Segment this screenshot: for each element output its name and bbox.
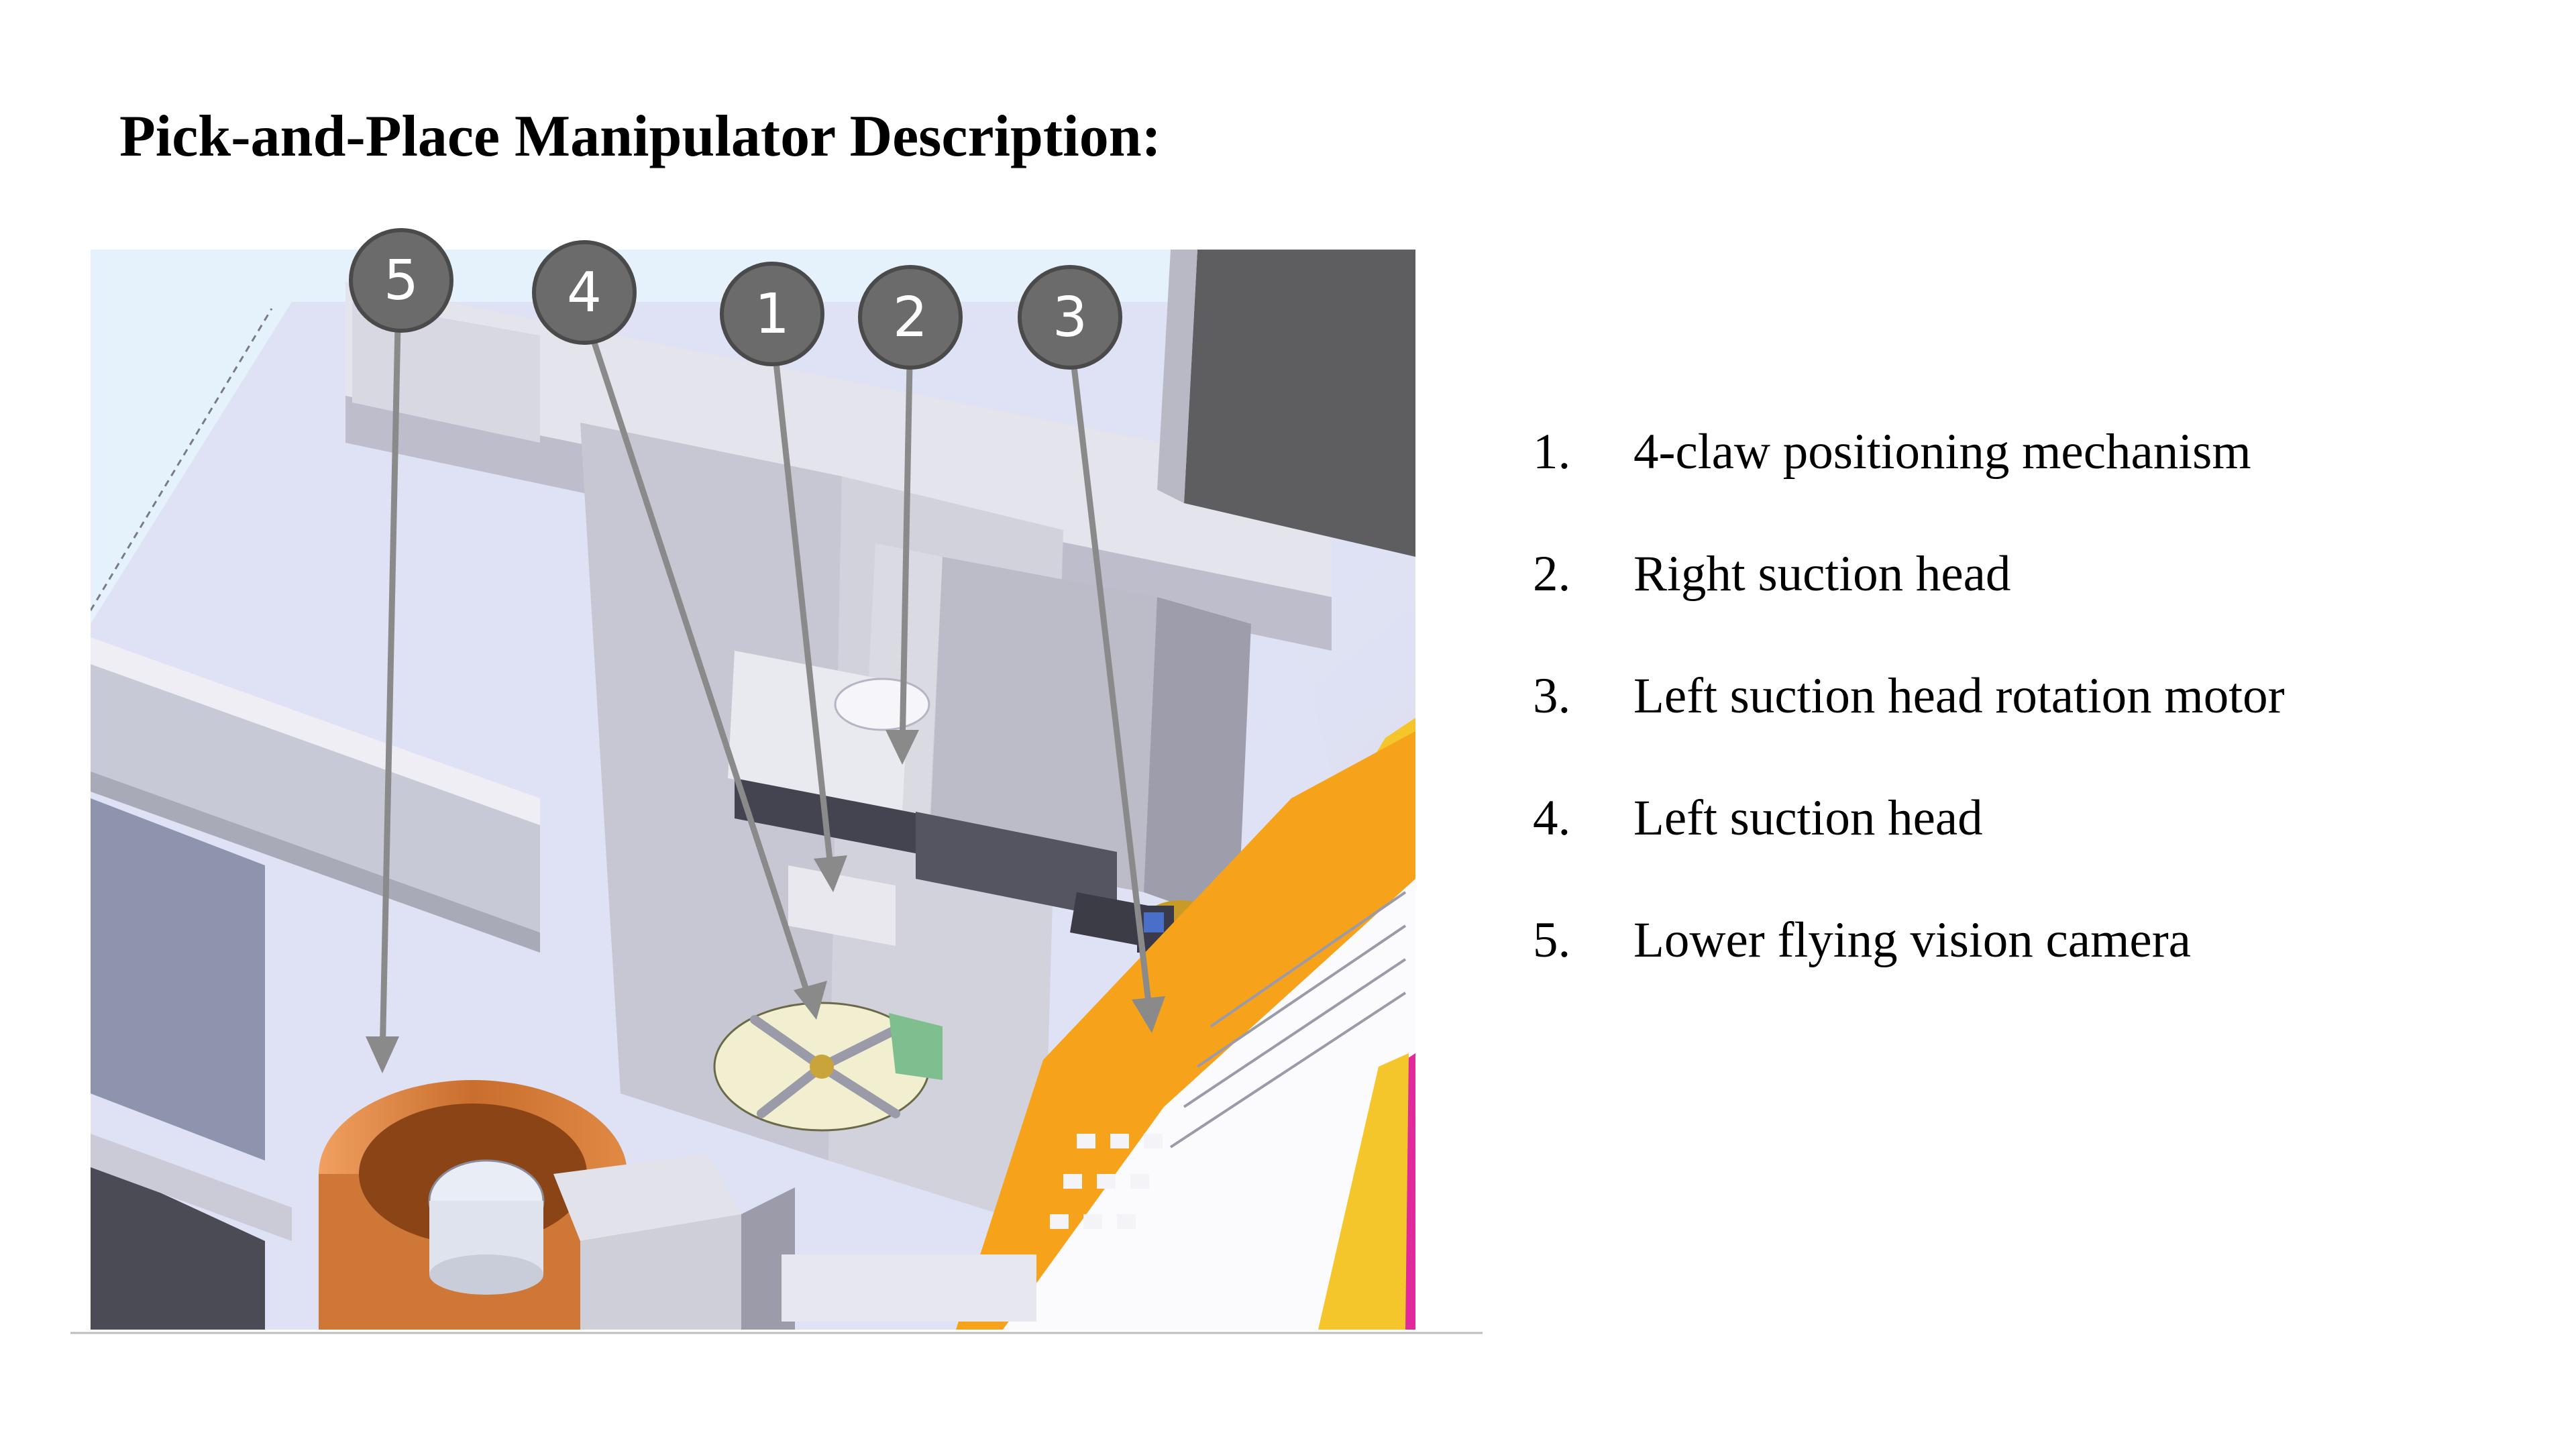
legend-item: 2. Right suction head xyxy=(1533,525,2506,647)
callout-badge-4: 4 xyxy=(532,240,637,345)
callout-number-2: 2 xyxy=(893,286,928,350)
arrowhead-5 xyxy=(366,1036,399,1073)
callout-badge-3: 3 xyxy=(1018,265,1122,370)
legend-item: 5. Lower flying vision camera xyxy=(1533,891,2506,1013)
legend-item: 3. Left suction head rotation motor xyxy=(1533,647,2506,769)
leader-line-2 xyxy=(899,325,914,755)
page-title: Pick-and-Place Manipulator Description: xyxy=(119,104,1161,169)
leader-line-4 xyxy=(581,309,815,1010)
callout-number-1: 1 xyxy=(755,282,790,346)
leader-line-5 xyxy=(379,258,402,1063)
callout-arrowheads xyxy=(366,730,1165,1073)
legend-label: Lower flying vision camera xyxy=(1633,912,2191,968)
arrowhead-3 xyxy=(1132,996,1165,1033)
legend-marker: 3. xyxy=(1533,668,1571,724)
legend-item: 4. Left suction head xyxy=(1533,769,2506,891)
callout-number-3: 3 xyxy=(1053,286,1087,350)
manipulator-cad-figure: 5 4 1 2 3 xyxy=(70,221,1483,1335)
legend-label: Left suction head rotation motor xyxy=(1633,668,2285,724)
cad-render: 5 4 1 2 3 xyxy=(70,228,1483,1334)
legend-label: Right suction head xyxy=(1633,546,2011,602)
legend-marker: 4. xyxy=(1533,790,1571,846)
legend-marker: 2. xyxy=(1533,546,1571,602)
leader-line-1 xyxy=(769,322,835,882)
arrowhead-1 xyxy=(814,855,847,892)
callout-number-5: 5 xyxy=(384,249,419,313)
callout-number-4: 4 xyxy=(567,261,602,325)
callout-leaders xyxy=(379,258,1154,1063)
callout-badge-2: 2 xyxy=(858,265,963,370)
component-legend: 1. 4-claw positioning mechanism 2. Right… xyxy=(1533,402,2506,1013)
legend-marker: 1. xyxy=(1533,424,1571,480)
legend-label: 4-claw positioning mechanism xyxy=(1633,424,2251,480)
callout-badge-5: 5 xyxy=(349,228,453,333)
leader-line-3 xyxy=(1067,329,1154,1023)
legend-item: 1. 4-claw positioning mechanism xyxy=(1533,402,2506,525)
arrowhead-2 xyxy=(885,730,919,765)
arrowhead-4 xyxy=(794,981,827,1020)
legend-label: Left suction head xyxy=(1633,790,1983,846)
legend-marker: 5. xyxy=(1533,912,1571,968)
render-scene xyxy=(91,250,1415,1330)
callout-badge-1: 1 xyxy=(720,262,824,366)
